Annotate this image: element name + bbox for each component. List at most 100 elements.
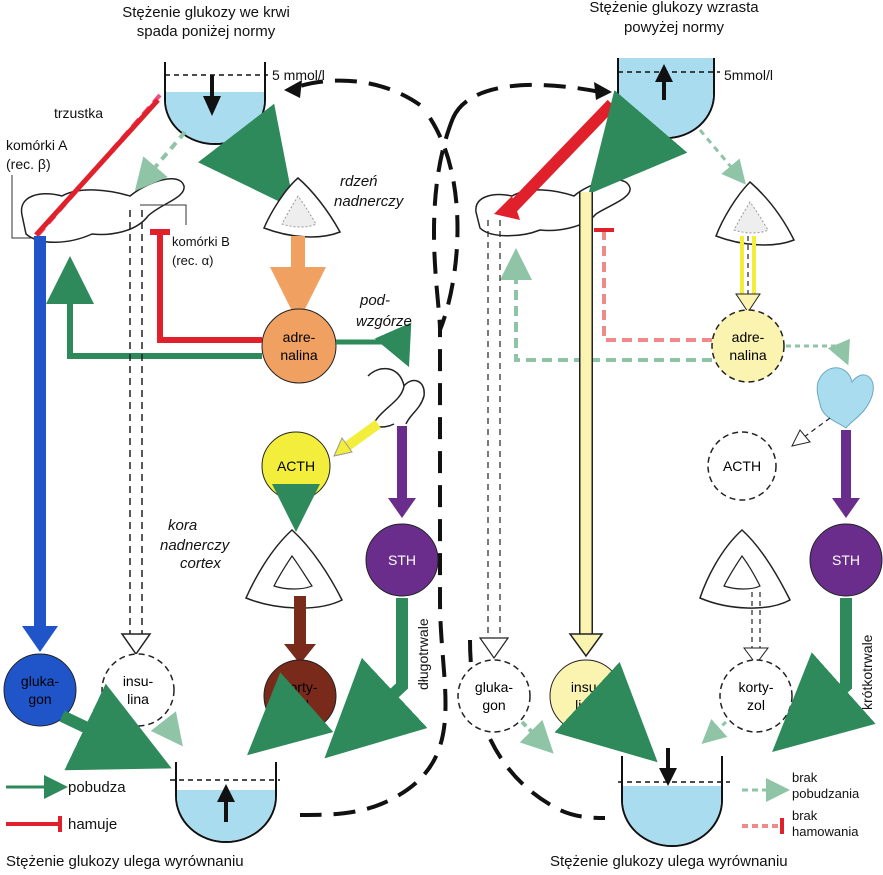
left-green-to-hypothalamus (336, 322, 412, 368)
feedback-loop-left (289, 78, 460, 817)
left-pituitary (367, 367, 425, 428)
right-purple-arrowhead (832, 498, 860, 518)
right-pancreas (475, 179, 631, 237)
right-acth-node (707, 431, 777, 501)
left-komorki-b-line2: (rec. α) (172, 253, 213, 268)
left-komorki-a-line1: komórki A (6, 137, 68, 153)
left-bottom-beaker (170, 762, 280, 843)
right-sth-label: STH (832, 552, 860, 568)
left-pale-green-insulina-to-beaker (150, 711, 183, 747)
right-glukagon-node (457, 659, 531, 733)
left-insulina-line2: lina (127, 691, 149, 707)
left-adrenal-medulla (263, 177, 342, 238)
left-adrenalina-node (261, 308, 337, 384)
left-top-beaker (164, 62, 268, 145)
legend-pobudza-label: pobudza (68, 779, 126, 796)
right-kortyzol-line1: korty- (739, 679, 774, 695)
right-green-to-b-cells (588, 90, 688, 195)
left-sth-label: STH (388, 552, 416, 568)
left-glukagon-line1: gluka- (21, 673, 59, 689)
left-mmol-label: 5 mmol/l (272, 67, 325, 83)
right-kortyzol-node (719, 659, 793, 733)
right-dashed-glukagon-arrowhead (478, 637, 510, 660)
left-rdzen-line2: nadnerczy (334, 193, 405, 210)
right-pale-yellow-shaft (740, 236, 756, 296)
left-kora-line1: kora (168, 517, 197, 534)
right-pale-green-to-a-cells (500, 248, 712, 362)
right-adrenal-cortex (699, 528, 791, 609)
left-insulina-node (101, 653, 175, 727)
right-pale-acth-arrowhead (791, 429, 811, 447)
right-title-line2: powyżej normy (624, 19, 725, 36)
left-kortyzol-line1: korty- (283, 679, 318, 695)
left-sth-node (365, 523, 439, 597)
left-kortyzol-node (263, 659, 337, 733)
right-glukagon-line1: gluka- (475, 679, 513, 695)
right-acth-label: ACTH (723, 458, 761, 474)
right-adrenal-medulla (715, 180, 796, 246)
right-yellow-arrowhead (568, 633, 604, 658)
left-glukagon-line2: gon (28, 691, 51, 707)
left-kortyzol-line2: zol (291, 697, 309, 713)
left-adrenalina-line1: adre- (283, 329, 316, 345)
left-pale-green-dashed-arrow (134, 130, 187, 192)
right-pale-green-to-medulla (698, 129, 746, 185)
right-pale-green-kortyzol-to-beaker (701, 719, 728, 745)
right-krotkotrwale-label: krótkotrwale (859, 634, 875, 710)
left-acth-label: ACTH (277, 458, 315, 474)
right-title-line1: Stężenie glukozy wzrasta (589, 0, 759, 16)
left-title-line2: spada poniżej normy (137, 23, 276, 40)
left-podwzgorze-line1: pod- (359, 292, 390, 309)
left-pancreas-bracket (11, 175, 187, 239)
left-podwzgorze-line2: wzgórze (356, 313, 412, 330)
right-bottom-beaker (618, 748, 730, 847)
left-purple-arrowhead (388, 498, 416, 518)
left-yellow-arrowhead (333, 436, 353, 457)
legend-hamuje-label: hamuje (68, 816, 117, 833)
left-green-to-a-cells (46, 256, 262, 359)
right-green-sth-to-beaker (772, 598, 876, 752)
left-dlugotrwale-label: długotrwale (415, 618, 431, 690)
left-komorki-b-line1: komórki B (172, 234, 230, 249)
left-green-glukagon-to-beaker (59, 683, 172, 771)
feedback-loop-arrow-top-left (284, 80, 302, 98)
left-kora-line2: nadnerczy (160, 537, 231, 554)
right-pale-green-glukagon-to-beaker (519, 719, 554, 754)
right-kortyzol-line2: zol (747, 697, 765, 713)
right-bottom-title: Stężenie glukozy ulega wyrównaniu (550, 853, 788, 870)
right-insulina-line1: insu- (571, 679, 602, 695)
left-pancreas (20, 178, 185, 243)
left-blue-arrowhead (22, 626, 58, 652)
right-adrenalina-line1: adre- (732, 329, 765, 345)
feedback-loop-arrow-top-right (594, 82, 612, 100)
left-red-inhibit-arrow (34, 98, 160, 237)
right-pituitary (816, 367, 874, 429)
right-green-insulina-to-beaker (554, 661, 658, 763)
legend-brak-hamowania-line1: brak (792, 808, 818, 823)
left-green-kortyzol-to-beaker (247, 672, 334, 756)
left-bottom-title: Stężenie glukozy ulega wyrównaniu (6, 853, 244, 870)
right-insulina-node (549, 659, 623, 733)
left-brown-arrowhead (284, 644, 316, 664)
right-pale-yellow-arrowhead (735, 293, 761, 313)
right-pale-red-to-b-cells (602, 230, 712, 342)
left-adrenalina-line2: nalina (280, 347, 318, 363)
right-glukagon-line2: gon (482, 697, 505, 713)
legend-brak-pobudzania-line2: pobudzania (792, 786, 860, 801)
left-kora-line3: cortex (180, 555, 221, 572)
right-mmol-label: 5mmol/l (724, 67, 773, 83)
legend-brak-hamowania-line2: hamowania (792, 824, 859, 839)
right-red-arrowhead (494, 196, 520, 220)
left-green-arrow-to-medulla (198, 103, 295, 210)
left-green-sth-to-beaker (324, 598, 428, 759)
left-komorki-a-line2: (rec. β) (6, 156, 51, 172)
left-title-line1: Stężenie glukozy we krwi (122, 4, 290, 21)
left-red-inhibit-to-b-cells (157, 232, 262, 343)
right-adrenalina-line2: nalina (729, 347, 767, 363)
right-insulina-line2: lina (575, 697, 597, 713)
right-dashed-arrow-to-glukagon (487, 220, 501, 640)
right-adrenalina-node (711, 309, 785, 383)
right-top-beaker (617, 58, 720, 139)
